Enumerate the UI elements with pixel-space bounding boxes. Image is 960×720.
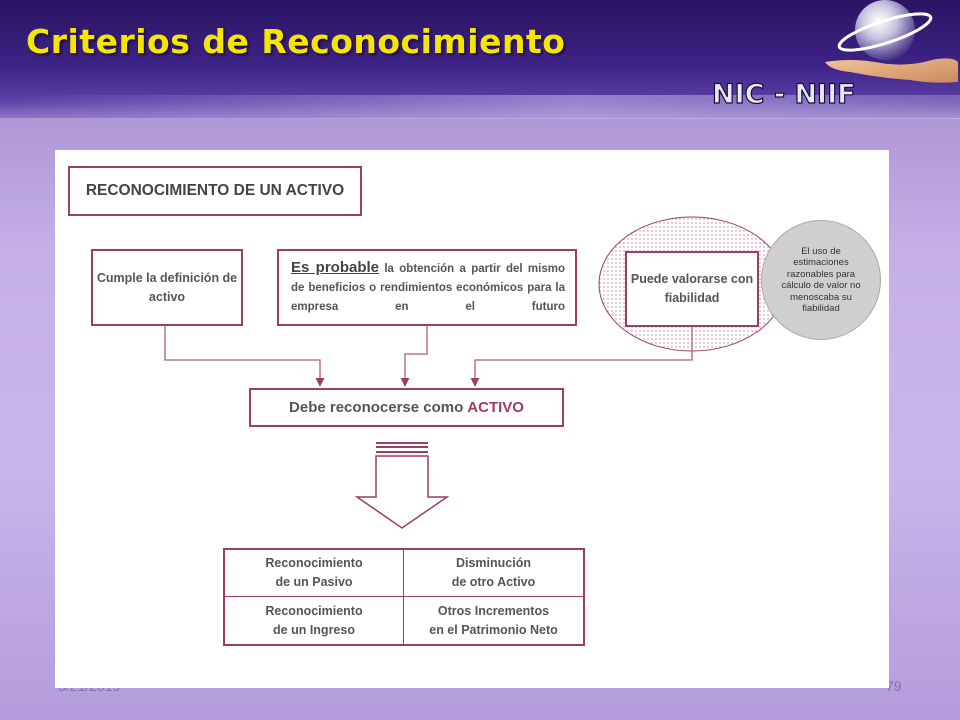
estimation-note: El uso de estimaciones razonables para c…: [761, 220, 881, 340]
outcome-cell: Reconocimiento de un Ingreso: [225, 597, 404, 644]
result-accent: ACTIVO: [467, 399, 524, 416]
probable-rest: la obtención a partir del mismo de benef…: [291, 263, 566, 313]
outcomes-grid: Reconocimiento de un Pasivo Disminución …: [223, 548, 585, 646]
result-prefix: Debe reconocerse como: [289, 399, 464, 416]
diagram-title: RECONOCIMIENTO DE UN ACTIVO: [68, 166, 362, 216]
nic-niif-logo: NIC - NIIF: [711, 0, 958, 111]
globe-icon: [837, 0, 933, 60]
connector-reliable: [470, 327, 693, 387]
connector-probable: [400, 326, 428, 387]
outcome-cell: Disminución de otro Activo: [404, 550, 583, 597]
criterion-probable: Es probable la obtención a partir del mi…: [277, 249, 577, 326]
slide-header: [0, 0, 960, 119]
slide-title: Criterios de Reconocimiento: [26, 22, 566, 61]
recognition-diagram: RECONOCIMIENTO DE UN ACTIVO Cumple la de…: [55, 150, 889, 688]
double-line-connector: [376, 442, 428, 453]
criterion-definition: Cumple la definición de activo: [91, 249, 243, 326]
logo-text: NIC - NIIF: [712, 79, 856, 110]
hand-icon: [825, 58, 958, 83]
down-arrow-icon: [354, 455, 450, 529]
outcome-cell: Otros Incrementos en el Patrimonio Neto: [429, 603, 558, 637]
probable-lead: Es probable: [291, 259, 379, 276]
outcome-cell: Reconocimiento de un Pasivo: [225, 550, 404, 597]
criterion-reliable: Puede valorarse con fiabilidad: [625, 251, 759, 327]
header-band: [0, 95, 960, 119]
footer-page-number: 79: [886, 678, 902, 694]
result-box: Debe reconocerse como ACTIVO: [249, 388, 564, 427]
connector-definition: [164, 326, 325, 387]
